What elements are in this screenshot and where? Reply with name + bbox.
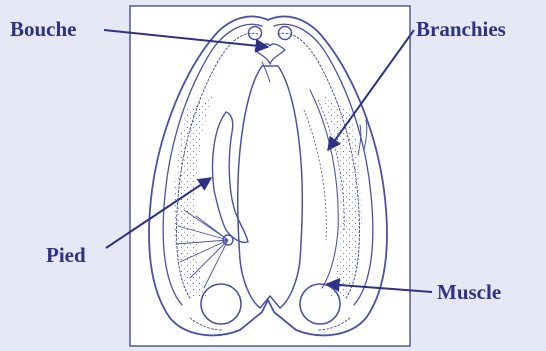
illustration-panel xyxy=(130,6,410,346)
label-mouth: Bouche xyxy=(10,19,77,40)
label-foot: Pied xyxy=(46,245,86,266)
label-muscle: Muscle xyxy=(437,282,501,303)
label-gills: Branchies xyxy=(416,19,506,40)
